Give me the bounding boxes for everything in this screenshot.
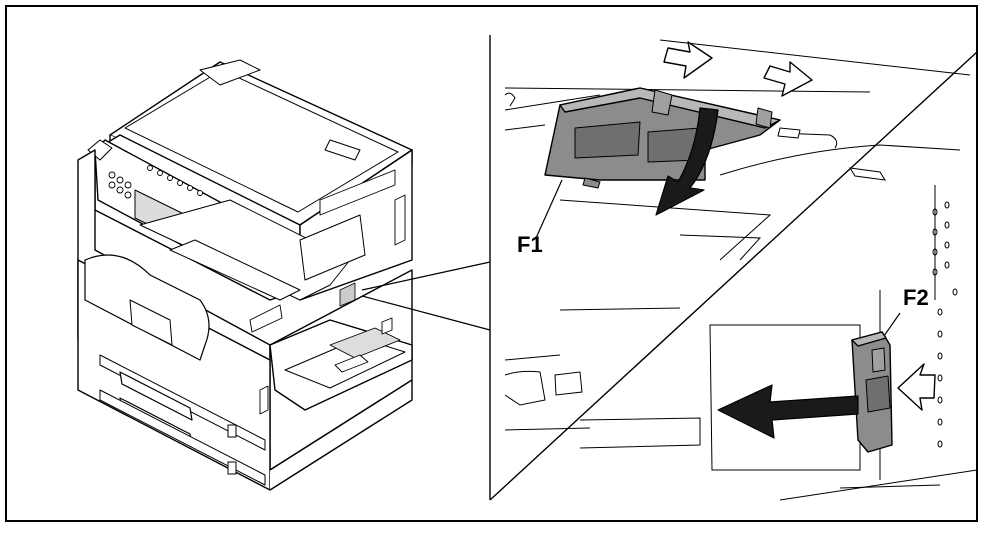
left-arrow-icon (717, 384, 859, 439)
callout-label-f2: F2 (903, 285, 929, 310)
f2-cover-part (851, 331, 893, 453)
f1-leader-line (535, 179, 563, 239)
push-arrow-icon (763, 61, 813, 97)
curved-down-arrow-icon (655, 107, 719, 216)
zoom-leader-lines (361, 261, 491, 331)
figure-frame (5, 5, 978, 522)
copier-illustration (77, 59, 413, 491)
f1-view-structure (504, 39, 971, 261)
f1-cover-part (544, 87, 801, 189)
push-arrow-icon (663, 41, 713, 79)
detail-panel (489, 35, 978, 501)
push-arrow-icon (897, 363, 936, 411)
callout-label-f1: F1 (517, 232, 543, 257)
f2-leader-line (883, 312, 901, 337)
vent-holes (932, 201, 958, 448)
